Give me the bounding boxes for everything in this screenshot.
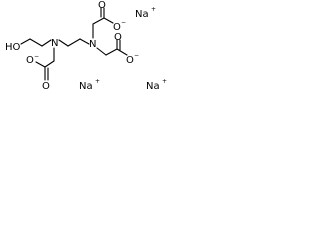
charge-plus-3: +	[162, 78, 167, 85]
charge-plus-1: +	[151, 6, 156, 13]
sodium-ion-3-label: Na	[146, 81, 160, 92]
carboxylate-oxygen-right-label: O	[126, 55, 134, 66]
bond-ch2-carboxyl-bottom	[44, 60, 55, 68]
charge-minus-right: −	[134, 52, 139, 59]
bond-skeleton	[20, 7, 128, 81]
bond-ch2-carboxyl-right	[105, 48, 118, 56]
amine-right-label: N	[89, 39, 96, 50]
sodium-ion-1-label: Na	[135, 9, 149, 20]
carbonyl-oxygen-right-label: O	[114, 32, 122, 43]
bond-c-o-single-top	[103, 17, 114, 24]
carboxylate-oxygen-top-label: O	[113, 22, 121, 33]
bond-c-o-single-bottom	[35, 61, 46, 68]
chemical-structure-diagram: HO N N O O − O O − O O − Na + Na + Na +	[5, 0, 167, 92]
hydroxyl-label: HO	[5, 42, 21, 53]
bond-c3-c4	[67, 38, 81, 47]
charge-plus-2: +	[95, 78, 100, 85]
bond-n-left-c3	[58, 39, 69, 47]
bond-ho-c1	[20, 38, 31, 45]
bond-ch2-carboxyl-top	[92, 17, 105, 25]
bond-c4-n-right	[79, 38, 90, 45]
carboxylate-oxygen-bottom-label: O	[26, 55, 34, 66]
bond-c1-c2	[29, 38, 43, 47]
bond-c-o-single-right	[116, 48, 128, 56]
amine-left-label: N	[51, 38, 58, 49]
carbonyl-oxygen-bottom-label: O	[42, 81, 50, 92]
carbonyl-oxygen-top-label: O	[98, 0, 106, 11]
bond-n-right-ch2-right	[96, 47, 107, 56]
charge-minus-top: −	[121, 19, 126, 26]
sodium-ion-2-label: Na	[79, 81, 93, 92]
charge-minus-bottom: −	[34, 53, 39, 60]
bond-c2-n-left	[41, 39, 52, 47]
